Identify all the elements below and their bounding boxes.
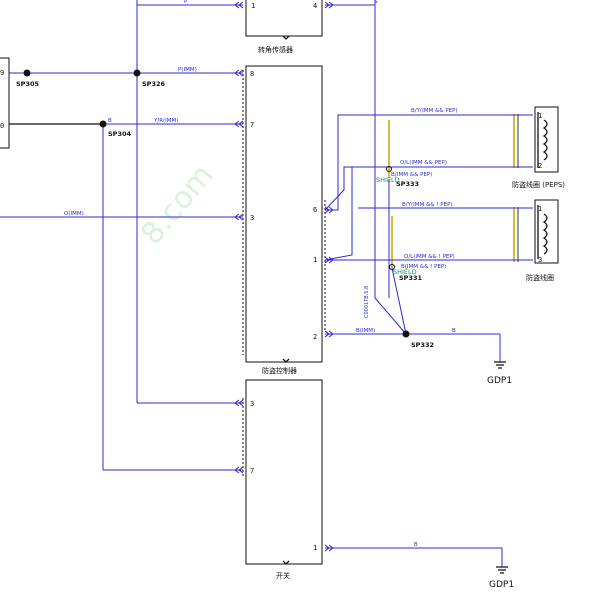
label-b-imm-peps: B(IMM && PEP) <box>391 172 432 178</box>
label-o-imm: O(IMM) <box>64 211 84 217</box>
imm-pin-6: 6 <box>313 206 317 214</box>
ignition-switch[interactable]: 3 7 1 开关 <box>242 379 323 580</box>
label-sp305: SP305 <box>16 80 39 88</box>
label-shield-a: SHIELD <box>376 176 400 184</box>
label-sp331: SP331 <box>399 274 422 282</box>
label-b-ipeps: B(IMM && ! PEP) <box>401 264 446 270</box>
watermark: 8.com <box>134 158 220 252</box>
label-b-gnd2: B <box>414 542 418 548</box>
immobilizer-controller[interactable]: 8 7 3 6 1 2 防盗控制器 <box>242 65 326 375</box>
node-sp326 <box>133 69 141 77</box>
label-y-r-imm: Y/R(IMM) <box>153 118 178 124</box>
switch-label: 开关 <box>276 571 290 580</box>
imm-pin-7: 7 <box>250 121 254 129</box>
label-sp332: SP332 <box>411 341 434 349</box>
coil-pin-3: 3 <box>538 256 542 264</box>
edge-pin-0: 0 <box>0 122 4 130</box>
node-sp304 <box>99 120 107 128</box>
label-top-s: S <box>374 0 378 5</box>
gdp1-label-b: GDP1 <box>489 580 514 590</box>
label-b-y-ipeps: B/Y(IMM && ! PEP) <box>402 202 453 208</box>
label-sp326: SP326 <box>142 80 165 88</box>
ground-symbols: GDP1 GDP1 <box>487 361 514 590</box>
gdp1-label-a: GDP1 <box>487 376 512 386</box>
label-sp304: SP304 <box>108 130 131 138</box>
imm-label: 防盗控制器 <box>262 366 297 375</box>
node-labels: SP305 SP326 SP304 SP333 SP331 SP332 SHIE… <box>16 80 434 349</box>
sensor-pin-1: 1 <box>251 2 255 10</box>
coil-terminal-bars <box>388 114 519 268</box>
imm-pin-3: 3 <box>250 214 254 222</box>
imm-pin-1: 1 <box>313 256 317 264</box>
coil-label: 防盗线圈 <box>526 273 554 282</box>
label-b-left: B <box>108 118 112 124</box>
left-edge-connector: 9 0 <box>0 57 10 149</box>
wires <box>0 0 533 567</box>
coil-peps-pin-2: 2 <box>538 162 542 170</box>
coil-peps-pin-1: 1 <box>538 112 542 120</box>
coil-peps-label: 防盗线圈 (PEPS) <box>512 180 565 189</box>
pin-arrows <box>234 1 334 552</box>
label-top-p: P <box>184 0 188 5</box>
edge-pin-9: 9 <box>0 69 4 77</box>
imm-pin-2: 2 <box>313 333 317 341</box>
label-b-gnd1: B <box>452 328 456 334</box>
splice-nodes <box>23 69 410 338</box>
node-sp332 <box>402 330 410 338</box>
imm-pin-8: 8 <box>250 70 254 78</box>
switch-pin-3: 3 <box>250 400 254 408</box>
node-sp305 <box>23 69 31 77</box>
label-vertical: C0001TB.5.8 <box>364 286 370 318</box>
switch-pin-1: 1 <box>313 544 317 552</box>
switch-pin-7: 7 <box>250 467 254 475</box>
immobilizer-coil-peps[interactable]: 1 2 防盗线圈 (PEPS) <box>512 106 565 189</box>
label-sp333: SP333 <box>396 180 419 188</box>
steering-angle-sensor[interactable]: 1 4 转角传感器 <box>245 0 323 54</box>
label-o-l-ipeps: O/L(IMM && ! PEP) <box>404 254 455 260</box>
label-shield-b: SHIELD <box>393 268 417 276</box>
sensor-pin-4: 4 <box>313 2 317 10</box>
sensor-label: 转角传感器 <box>258 45 293 54</box>
node-sp331 <box>389 264 395 270</box>
label-p-imm: P(IMM) <box>178 67 197 73</box>
immobilizer-coil[interactable]: 1 3 防盗线圈 <box>526 199 559 282</box>
label-b-y-peps: B/Y(IMM && PEP) <box>411 108 458 114</box>
node-sp333 <box>386 166 392 172</box>
label-b-imm: B(IMM) <box>356 328 375 334</box>
wire-labels: P S P(IMM) B Y/R(IMM) O(IMM) B/Y(IMM && … <box>64 0 458 548</box>
coil-pin-1: 1 <box>538 205 542 213</box>
label-o-l-peps: O/L(IMM && PEP) <box>400 160 447 166</box>
